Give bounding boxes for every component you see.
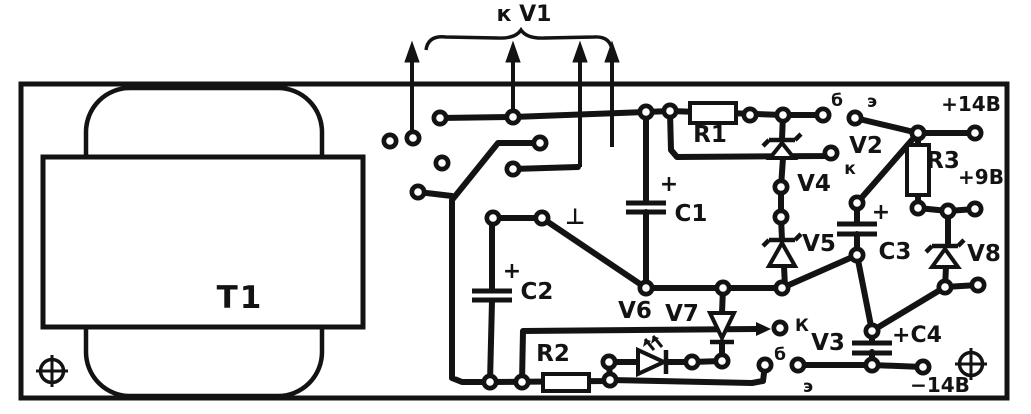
pad-c4-bottom-hole xyxy=(868,361,876,369)
label-c4: +С4 xyxy=(892,323,942,348)
label-c3: С3 xyxy=(879,239,912,265)
pad-rail-1-hole xyxy=(642,108,650,116)
led-v6-icon xyxy=(636,335,669,378)
label-r3: R3 xyxy=(926,148,960,174)
label-v3-collector: К xyxy=(795,316,809,336)
trace-arrowhead-icon xyxy=(756,322,771,336)
pad-neg-feed-hole xyxy=(536,139,544,147)
label-v2-base: б xyxy=(831,91,843,111)
pad-r1-out-2-hole xyxy=(779,111,787,119)
brace xyxy=(424,26,614,51)
top-note: к V1 xyxy=(497,2,552,27)
pad-out-14v-hole xyxy=(971,129,979,137)
pad-gnd-3-hole xyxy=(778,284,786,292)
mount-hole-icon xyxy=(36,355,68,387)
pad-t1-lead-2-hole xyxy=(409,134,417,142)
pad-gnd-2-hole xyxy=(719,284,727,292)
pad-v3-b-hole xyxy=(761,361,769,369)
pad-ac-b-hole xyxy=(509,113,517,121)
pad-c4-top-hole xyxy=(868,327,876,335)
pad-c3-top-hole xyxy=(853,199,861,207)
pad-gnd-1-hole xyxy=(642,284,650,292)
pad-out-9v-hole xyxy=(971,205,979,213)
pad-t1-lead-4-hole xyxy=(414,188,422,196)
pad-t1-lead-1-hole xyxy=(386,137,394,145)
pad-r2-left-hole xyxy=(518,378,526,386)
pad-v4v5-2-hole xyxy=(777,213,785,221)
pad-ac-a-hole xyxy=(436,114,444,122)
label-v2: V2 xyxy=(849,133,883,159)
label-plus14v: +14В xyxy=(941,92,1001,116)
resistor-r3 xyxy=(905,143,931,197)
label-minus14v: −14В xyxy=(910,373,970,397)
resistor-r2 xyxy=(541,372,591,393)
pad-v2-e-hole xyxy=(851,114,859,122)
label-v8: V8 xyxy=(967,241,1001,267)
pad-led-out-hole xyxy=(688,358,696,366)
pad-c2-bottom-hole xyxy=(486,378,494,386)
label-c2-plus: + xyxy=(503,259,521,284)
pad-right-aux-hole xyxy=(974,281,982,289)
label-c2: С2 xyxy=(521,279,554,305)
pad-junction-14v-hole xyxy=(914,129,922,137)
pad-out-minus14-hole xyxy=(919,363,927,371)
label-v2-emitter: э xyxy=(867,92,877,112)
pad-c2-top-hole xyxy=(489,214,497,222)
pad-led-in-2-hole xyxy=(606,376,614,384)
pad-v3-e-hole xyxy=(794,361,802,369)
pad-r1-out-1-hole xyxy=(746,111,754,119)
pad-t1-lead-3-hole xyxy=(438,159,446,167)
pad-v2-k-hole xyxy=(827,149,835,157)
rectifier-arrows-icon xyxy=(404,40,620,167)
diode-v8-icon xyxy=(924,238,966,269)
mount-hole-icon xyxy=(955,348,987,380)
label-c1: С1 xyxy=(675,201,708,227)
pad-v3-k-hole xyxy=(776,324,784,332)
pad-v2-b-hole xyxy=(819,111,827,119)
label-v2-collector: к xyxy=(844,159,856,179)
pad-9v-mid-hole xyxy=(944,207,952,215)
pad-c3-bottom-hole xyxy=(853,251,861,259)
label-c1-plus: + xyxy=(660,172,678,197)
label-v5: V5 xyxy=(802,231,836,257)
pad-arrow3-hole xyxy=(509,165,517,173)
label-r2: R2 xyxy=(536,341,570,367)
pad-v7-bottom-hole xyxy=(718,357,726,365)
label-plus9v: +9В xyxy=(958,165,1004,189)
pad-r3-bottom-hole xyxy=(914,204,922,212)
label-v3: V3 xyxy=(811,330,845,356)
label-v7: V7 xyxy=(665,301,699,327)
pad-gnd-link-hole xyxy=(538,214,546,222)
resistor-r1 xyxy=(688,101,738,125)
capacitor-plates xyxy=(472,200,892,356)
pad-led-in-1-hole xyxy=(605,358,613,366)
label-c3-plus: + xyxy=(872,200,890,225)
pad-v8-bottom-hole xyxy=(941,283,949,291)
transformer-label: Т1 xyxy=(217,280,264,316)
label-v3-base: б xyxy=(774,345,786,365)
pad-v4v5-1-hole xyxy=(777,183,785,191)
diode-v5-icon xyxy=(761,232,803,268)
label-v3-emitter: э xyxy=(803,377,813,397)
diode-v7-icon xyxy=(706,311,738,345)
transformer-core xyxy=(40,154,366,330)
label-r1: R1 xyxy=(693,122,727,148)
label-v4: V4 xyxy=(797,171,831,197)
label-v6: V6 xyxy=(618,298,652,324)
diode-v4-icon xyxy=(761,132,803,160)
pad-rail-2-hole xyxy=(666,107,674,115)
ground-symbol: ⊥ xyxy=(565,205,585,230)
